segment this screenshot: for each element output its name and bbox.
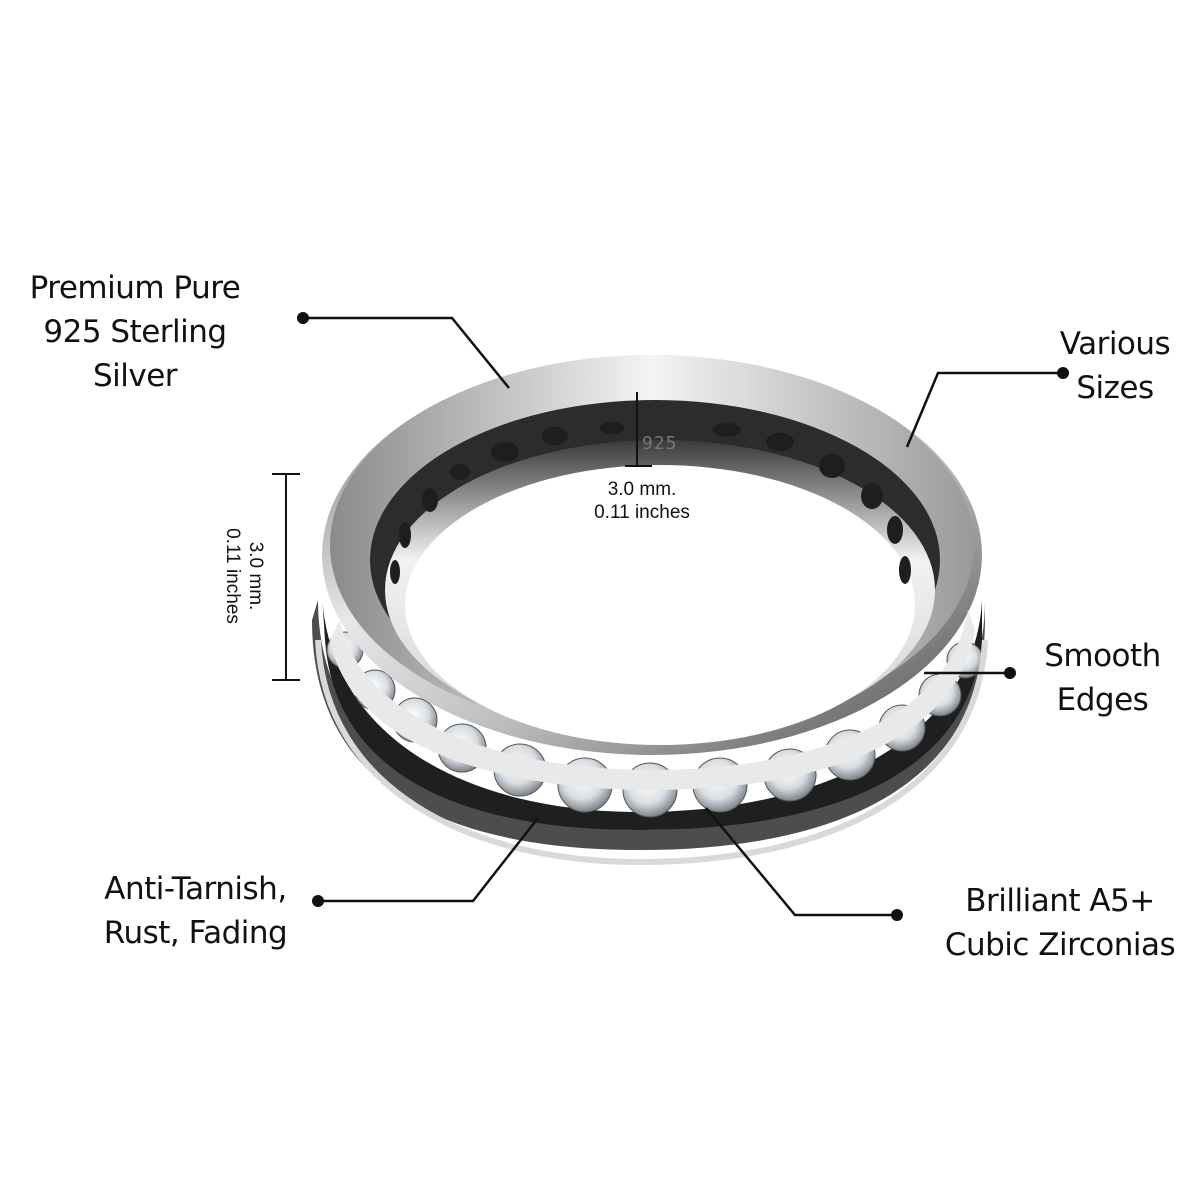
width-measurement: 3.0 mm. 0.11 inches (572, 478, 712, 524)
dot-edges (1004, 667, 1016, 679)
callout-zirconia: Brilliant A5+ Cubic Zirconias (944, 883, 1176, 963)
engraving-925: 925 (642, 433, 678, 454)
leader-silver (303, 316, 510, 389)
leader-lines (303, 316, 1063, 917)
leader-dots (297, 312, 1069, 921)
dot-sizes (1057, 367, 1069, 379)
callout-tarnish: Anti-Tarnish, Rust, Fading (103, 871, 288, 951)
leader-tarnish (318, 817, 539, 903)
callout-silver: Premium Pure 925 Sterling Silver (29, 270, 241, 394)
dot-tarnish (312, 895, 324, 907)
callout-edges: Smooth Edges (1044, 638, 1161, 718)
ring-body (322, 355, 982, 790)
width-measure-bar (625, 392, 652, 467)
width-inches: 0.11 inches (594, 502, 690, 523)
height-measurement: 3.0 mm. 0.11 inches (221, 506, 267, 646)
height-mm: 3.0 mm. (245, 541, 266, 611)
leader-zirconia (705, 807, 897, 917)
callout-sizes: Various Sizes (1059, 326, 1171, 406)
dot-silver (297, 312, 309, 324)
leader-sizes (905, 371, 1063, 448)
height-inches: 0.11 inches (222, 528, 243, 624)
dot-zirconia (891, 909, 903, 921)
width-mm: 3.0 mm. (607, 479, 677, 500)
inner-stones (390, 422, 911, 584)
height-measure-bar (272, 473, 300, 681)
